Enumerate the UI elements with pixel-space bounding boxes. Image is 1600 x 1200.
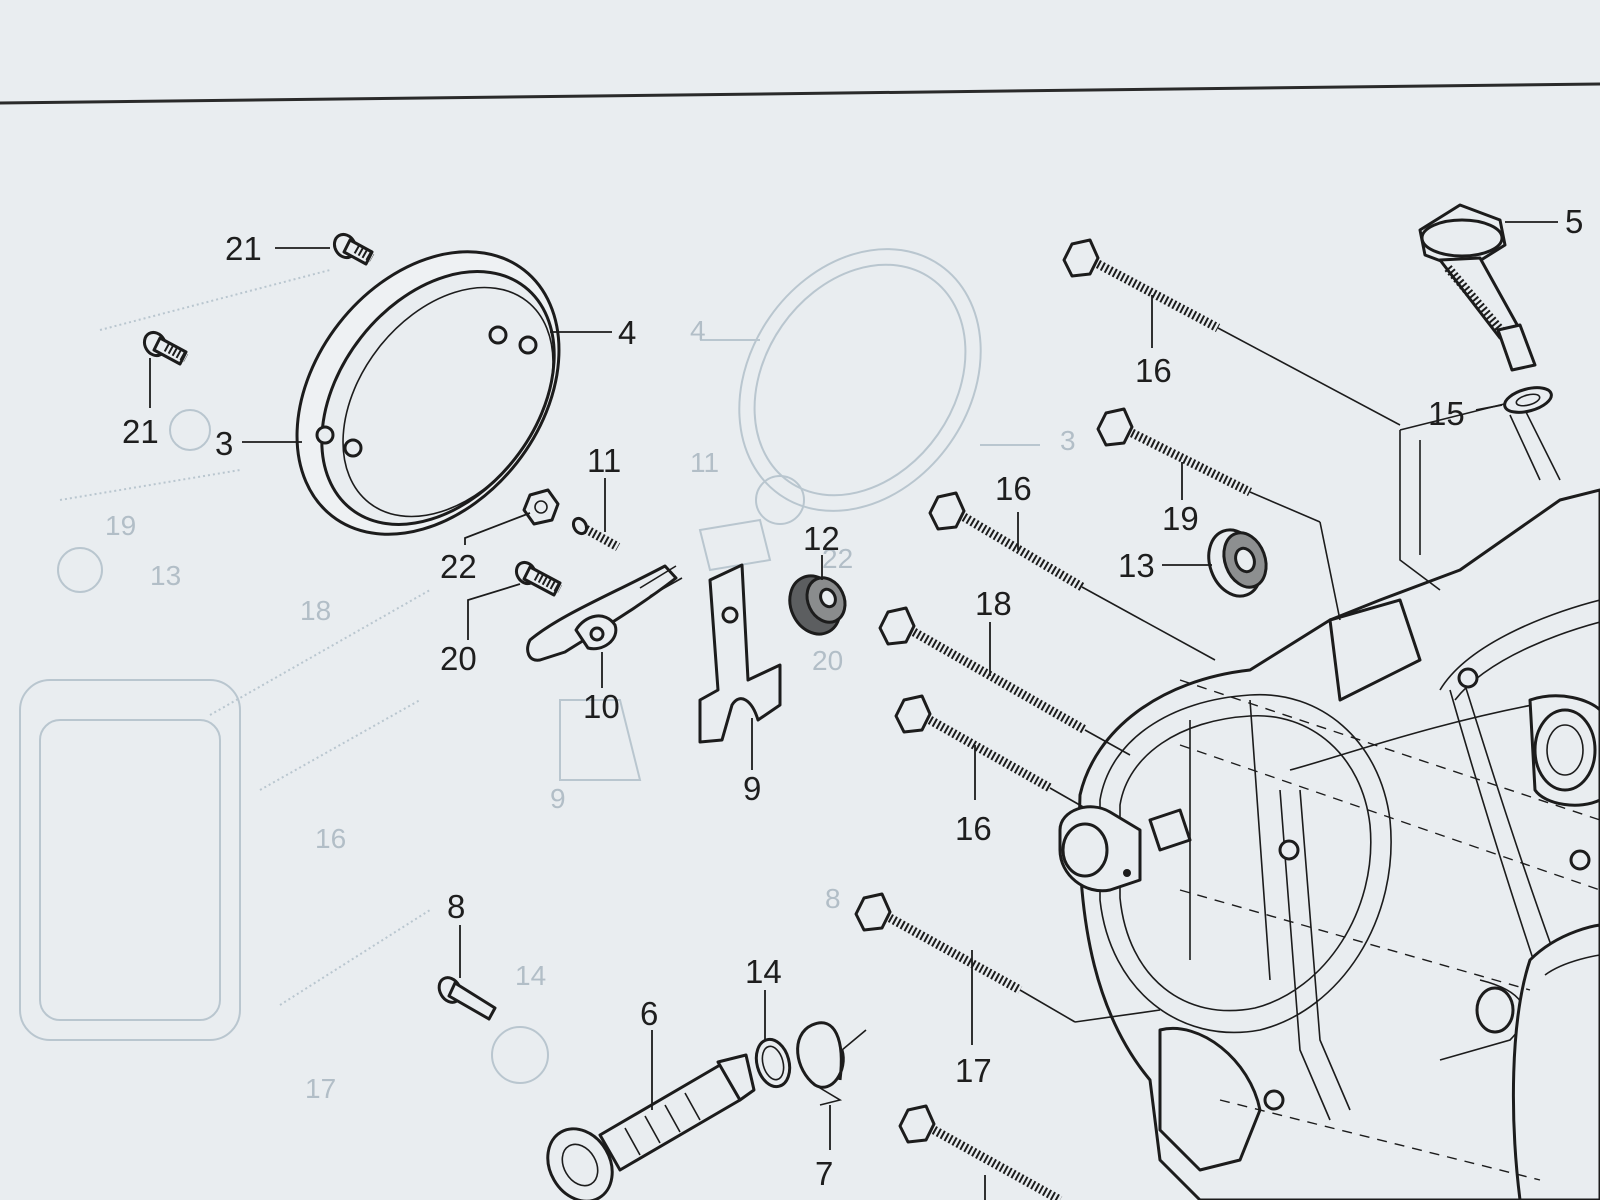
callout-15: 15 [1428,395,1465,432]
part-21-screw-top: 21 [225,230,375,267]
part-22-nut: 22 [440,488,560,585]
callout-20: 20 [440,640,477,677]
callout-18: 18 [975,585,1012,622]
part-19-bolt: 19 [1096,407,1341,621]
bleed-through-ghost-layer: 4 3 11 13 19 18 16 9 20 22 14 17 8 [19,248,1076,1104]
ghost-callout-9: 9 [550,783,566,814]
callout-17: 17 [955,1052,992,1089]
callout-11: 11 [587,442,621,479]
callout-21-top: 21 [225,230,262,267]
callout-16-lower: 16 [955,810,992,847]
part-3-4-seal-ring: 4 3 [215,250,636,536]
ghost-callout-11: 11 [690,447,719,478]
part-9-plate: 9 [698,563,782,807]
part-7-spring: 7 [796,1021,867,1192]
callout-13: 13 [1118,547,1155,584]
crankcase-cover [1058,399,1600,1200]
part-18-bolt: 18 [878,585,1131,756]
leader-20 [467,583,521,640]
part-15-washer: 15 [1428,386,1553,432]
callout-7: 7 [815,1155,833,1192]
ghost-callout-4: 4 [690,315,706,346]
part-13-bearing: 13 [1118,528,1268,598]
header-rule [0,82,1600,105]
leader-15 [1475,404,1503,411]
part-16-bolt-middle: 16 [928,470,1216,661]
ghost-callout-13: 13 [150,560,181,591]
callout-22: 22 [440,548,477,585]
ghost-callout-8: 8 [825,883,841,914]
ghost-callout-20: 20 [812,645,843,676]
part-17-bolt: 17 [854,892,1161,1089]
part-21-screw-left: 21 [122,330,189,450]
ghost-callout-16: 16 [315,823,346,854]
ghost-callout-19: 19 [105,510,136,541]
callout-16-top: 16 [1135,352,1172,389]
callout-14: 14 [745,953,782,990]
part-14-o-ring: 14 [745,953,792,1089]
part-6-shaft: 6 [546,995,756,1200]
callout-5: 5 [1565,203,1583,240]
callout-9: 9 [743,770,761,807]
part-8-bolt: 8 [437,888,497,1021]
ghost-callout-14: 14 [515,960,546,991]
callout-16-middle: 16 [995,470,1032,507]
callout-6: 6 [640,995,658,1032]
callout-10: 10 [583,688,620,725]
callout-3: 3 [215,425,233,462]
callout-19: 19 [1162,500,1199,537]
bolt-bottom-unlabeled [898,1104,1063,1200]
part-20-screw: 20 [440,560,563,677]
callout-8: 8 [447,888,465,925]
part-5-oil-filler-plug: 5 [1418,203,1583,372]
ghost-callout-3: 3 [1060,425,1076,456]
ghost-callout-22: 22 [822,543,853,574]
callout-4: 4 [618,314,636,351]
callout-21-left: 21 [122,413,159,450]
part-12-bearing: 12 [788,520,847,636]
leader-22 [464,512,531,545]
ghost-callout-17: 17 [305,1073,336,1104]
part-16-bolt-lower: 16 [894,694,1086,847]
part-11-stud: 11 [571,442,621,551]
part-16-bolt-top: 16 [1062,238,1401,426]
ghost-callout-18: 18 [300,595,331,626]
callout-12: 12 [803,520,840,557]
part-10-lever: 10 [526,564,683,725]
